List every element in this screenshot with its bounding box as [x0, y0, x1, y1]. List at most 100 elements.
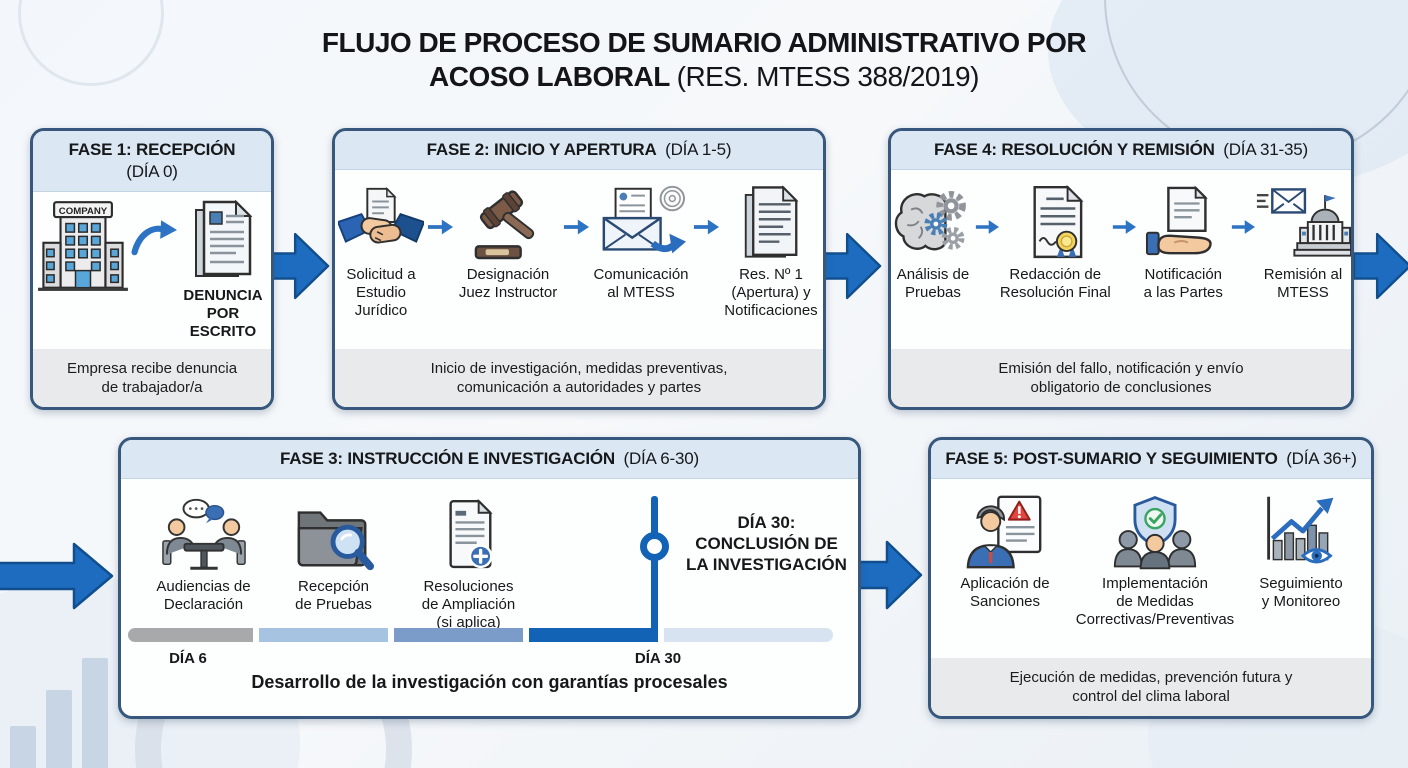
step-arrow-icon	[1112, 220, 1136, 234]
hearing-people-icon	[161, 492, 247, 578]
step-label: Resoluciones de Ampliación (si aplica)	[421, 578, 516, 631]
step-label: Comunicación al MTESS	[593, 266, 689, 301]
block-arrow-right-icon	[0, 542, 114, 610]
phase1-days: (DÍA 0)	[126, 162, 178, 181]
phase4-header: FASE 4: RESOLUCIÓN Y REMISIÓN (DÍA 31-35…	[891, 131, 1351, 170]
monitoring-chart-icon	[1261, 489, 1341, 575]
phase1-header: FASE 1: RECEPCIÓN (DÍA 0)	[33, 131, 271, 192]
handshake-document-icon	[338, 180, 424, 266]
phase-box-fase4: FASE 4: RESOLUCIÓN Y REMISIÓN (DÍA 31-35…	[888, 128, 1354, 410]
phase3-footer: Desarrollo de la investigación con garan…	[251, 672, 728, 692]
curved-arrow-icon	[131, 218, 177, 263]
phase2-title: FASE 2: INICIO Y APERTURA	[426, 140, 657, 159]
phase5-days: (DÍA 36+)	[1286, 449, 1357, 468]
step-designacion-juez: Designación Juez Instructor	[453, 180, 563, 302]
block-arrow-right-icon	[270, 232, 330, 300]
step-arrow-icon	[693, 219, 719, 235]
block-arrow-right-icon	[1352, 232, 1408, 300]
timeline-segment	[529, 628, 658, 642]
phase2-header: FASE 2: INICIO Y APERTURA (DÍA 1-5)	[335, 131, 823, 170]
step-analisis-pruebas: Análisis de Pruebas	[891, 180, 975, 302]
phase1-footer: Empresa recibe denuncia de trabajador/a	[33, 349, 271, 407]
evidence-folder-icon	[293, 492, 375, 578]
phase3-header: FASE 3: INSTRUCCIÓN E INVESTIGACIÓN (DÍA…	[121, 440, 858, 479]
brain-gears-icon	[892, 180, 974, 266]
step-comunicacion-mtess: Comunicación al MTESS	[589, 180, 693, 302]
step-arrow-icon	[427, 219, 453, 235]
step-label: Audiencias de Declaración	[156, 578, 251, 613]
phase4-footer: Emisión del fallo, notificación y envío …	[891, 349, 1351, 407]
phase-box-fase5: FASE 5: POST-SUMARIO Y SEGUIMIENTO (DÍA …	[928, 437, 1374, 719]
phase5-footer: Ejecución de medidas, prevención futura …	[931, 658, 1371, 716]
phase-box-fase1: FASE 1: RECEPCIÓN (DÍA 0) COMPANY	[30, 128, 274, 410]
step-redaccion-resolucion: Redacción de Resolución Final	[999, 180, 1112, 302]
company-building-icon: COMPANY	[35, 200, 131, 297]
background-barchart-icon	[10, 726, 36, 768]
page-title-line1: FLUJO DE PROCESO DE SUMARIO ADMINISTRATI…	[321, 27, 1087, 58]
step-label: Notificación a las Partes	[1143, 266, 1223, 301]
phase2-body: Solicitud a Estudio Jurídico	[335, 170, 823, 349]
step-label: Seguimiento y Monitoreo	[1259, 575, 1343, 610]
step-arrow-icon	[1231, 220, 1255, 234]
phase3-title: FASE 3: INSTRUCCIÓN E INVESTIGACIÓN	[280, 449, 615, 468]
complaint-document-group: DENUNCIA POR ESCRITO	[177, 199, 269, 341]
phase4-title: FASE 4: RESOLUCIÓN Y REMISIÓN	[933, 140, 1215, 159]
certificate-icon	[1025, 180, 1085, 266]
background-barchart-icon	[82, 658, 108, 768]
step-implementacion-medidas: Implementación de Medidas Correctivas/Pr…	[1067, 489, 1243, 629]
company-sign-label: COMPANY	[59, 206, 108, 217]
phase5-header: FASE 5: POST-SUMARIO Y SEGUIMIENTO (DÍA …	[931, 440, 1371, 479]
step-label: Recepción de Pruebas	[295, 578, 372, 613]
step-label: Remisión al MTESS	[1263, 266, 1343, 301]
step-resoluciones-ampliacion: Resoluciones de Ampliación (si aplica)	[391, 492, 546, 632]
step-arrow-icon	[563, 219, 589, 235]
step-label: Solicitud a Estudio Jurídico	[346, 266, 416, 319]
timeline-segment	[128, 628, 253, 642]
phase-box-fase3: FASE 3: INSTRUCCIÓN E INVESTIGACIÓN (DÍA…	[118, 437, 861, 719]
phase5-title: FASE 5: POST-SUMARIO Y SEGUIMIENTO	[945, 449, 1278, 468]
timeline-segment	[664, 628, 833, 642]
block-arrow-right-icon	[822, 232, 882, 300]
step-label: Implementación de Medidas Correctivas/Pr…	[1075, 575, 1235, 628]
step-notificacion-partes: Notificación a las Partes	[1136, 180, 1231, 302]
hand-document-icon	[1145, 180, 1221, 266]
day30-marker-circle	[640, 532, 669, 561]
step-solicitud-estudio-juridico: Solicitud a Estudio Jurídico	[335, 180, 427, 320]
step-label: Designación Juez Instructor	[458, 266, 558, 301]
envelope-government-icon	[1255, 180, 1351, 266]
step-resolucion-apertura: Res. Nº 1 (Apertura) y Notificaciones	[719, 180, 823, 320]
sanctions-person-icon	[966, 489, 1044, 575]
step-label: Redacción de Resolución Final	[999, 266, 1111, 301]
shield-team-icon	[1111, 489, 1199, 575]
resolution-documents-icon	[742, 180, 800, 266]
step-seguimiento-monitoreo: Seguimiento y Monitoreo	[1243, 489, 1359, 611]
day30-marker-line	[651, 496, 658, 632]
page-title: FLUJO DE PROCESO DE SUMARIO ADMINISTRATI…	[0, 26, 1408, 94]
step-label: Res. Nº 1 (Apertura) y Notificaciones	[724, 266, 818, 319]
phase1-title: FASE 1: RECEPCIÓN	[68, 140, 236, 159]
page-title-line2: ACOSO LABORAL (RES. MTESS 388/2019)	[429, 61, 979, 92]
phase1-body: COMPANY	[33, 192, 271, 349]
amplification-document-icon	[440, 492, 498, 578]
phase4-body: Análisis de Pruebas Redacci	[891, 170, 1351, 349]
timeline-start-label: DÍA 6	[169, 650, 207, 667]
step-recepcion-pruebas: Recepción de Pruebas	[276, 492, 391, 632]
step-audiencias-declaracion: Audiencias de Declaración	[131, 492, 276, 632]
phase3-steps: Audiencias de Declaración Recepción de P…	[131, 492, 546, 632]
written-complaint-document-icon	[192, 199, 254, 285]
step-remision-mtess: Remisión al MTESS	[1255, 180, 1351, 302]
phase4-days: (DÍA 31-35)	[1223, 140, 1308, 159]
step-label: Análisis de Pruebas	[896, 266, 970, 301]
phase-box-fase2: FASE 2: INICIO Y APERTURA (DÍA 1-5)	[332, 128, 826, 410]
timeline-end-label: DÍA 30	[634, 650, 682, 667]
step-label: Aplicación de Sanciones	[960, 575, 1050, 610]
phase3-days: (DÍA 6-30)	[623, 449, 699, 468]
timeline-segment	[259, 628, 388, 642]
block-arrow-right-icon	[857, 540, 923, 610]
background-barchart-icon	[46, 690, 72, 768]
day30-milestone-text: DÍA 30: CONCLUSIÓN DE LA INVESTIGACIÓN	[686, 513, 847, 574]
gavel-icon	[472, 180, 544, 266]
phase2-footer: Inicio de investigación, medidas prevent…	[335, 349, 823, 407]
phase5-body: Aplicación de Sanciones	[931, 479, 1371, 658]
